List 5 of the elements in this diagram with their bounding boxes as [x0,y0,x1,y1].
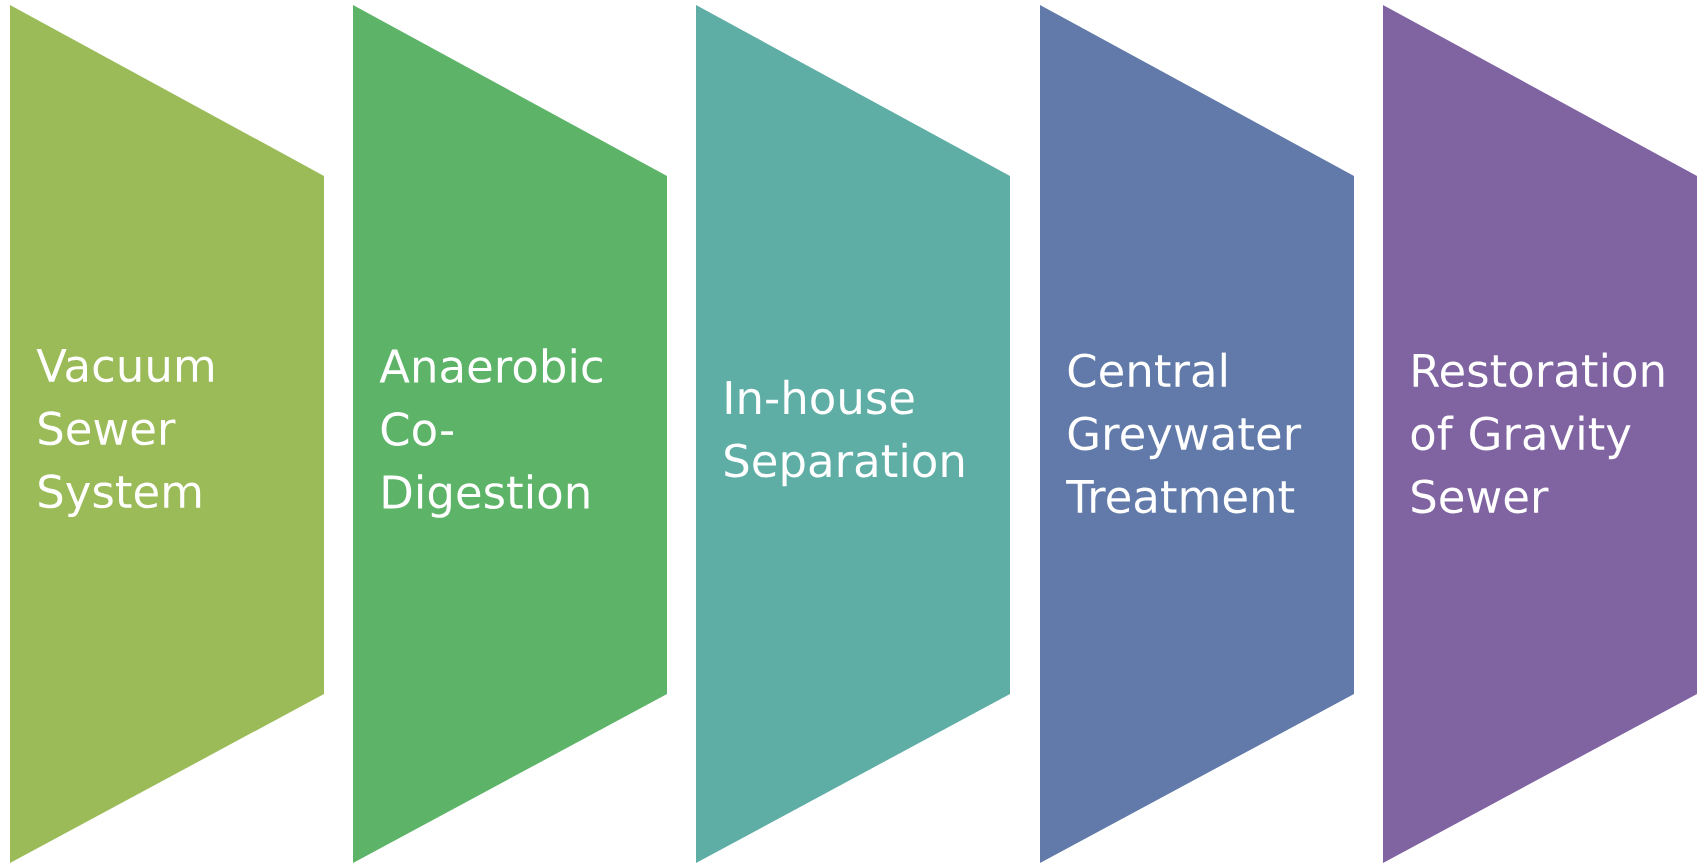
process-step: In-house Separation [696,5,1010,863]
process-step: Vacuum Sewer System [10,5,324,863]
process-step: Anaerobic Co-Digestion [353,5,667,863]
process-step: Central Greywater Treatment [1040,5,1354,863]
process-step: Restoration of Gravity Sewer [1383,5,1697,863]
